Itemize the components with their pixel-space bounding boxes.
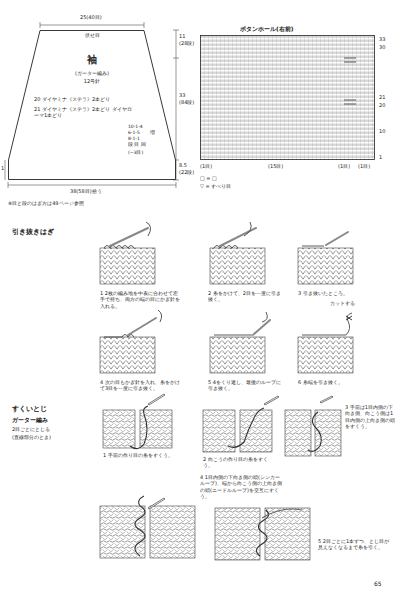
chart-label: (15目) [268,163,283,169]
sleeve-outline: 伏せ目袖 (ガーター編み) 12号針 20 ダイヤミナ《ステラ》2本どり 21 ダイヤミ… [8,30,176,180]
node-text: 12号針 [8,78,176,84]
step-caption: 2目ごとにとじる [12,426,50,432]
dimension: 38(58目)拾う [70,188,102,194]
node-shape [200,35,375,160]
step-caption: 1 2枚の編み地を中表に合わせて左手で持ち、両方の端の目にかぎ針を入れる。 [100,290,182,309]
dimension: 11 [179,33,185,39]
step-caption: 65 [374,580,382,588]
step-caption: (直線部分のとき) [12,434,51,440]
outline [9,31,176,180]
section-heading: すくいとじ [12,405,47,414]
dimension: 33 [179,92,185,98]
dimension: (−3目) [128,150,143,156]
knit-chart: ボタンホール(右前) [200,35,375,160]
dimension: 段 目 回 [128,142,146,148]
chart-label: □ = □ [200,175,217,181]
step-caption: 5 2目ごとに1本ずつ、とじ目が見えなくなるまで糸を引く。 [318,538,392,551]
chart-label: (1目) [338,163,350,169]
dimension: 6-1-5 [128,130,140,136]
step-caption: カットする [330,301,355,307]
garter-fabric [100,410,341,560]
chart-label: 33 [379,36,385,42]
step-caption: 4 次の目もかぎ針を入れ、糸をかけて3目を一度に引き抜く。 [100,379,182,392]
step-caption: 3 引き抜いたところ。 [298,290,373,296]
dimension: 10-1-4 [128,124,143,130]
step-caption: 1 手前の作り目の糸をすくう。 [103,452,173,458]
dimension: 増 [150,130,155,136]
needle [148,394,333,509]
part-name: 袖 [8,54,176,67]
dimension: 25(40目) [80,14,102,20]
chart-label: (1目) [358,163,370,169]
node-text: 20 ダイヤミナ《ステラ》2本どり [34,96,144,102]
dimension: (22段) [179,169,194,175]
node-text: ボタンホール(右前) [240,25,293,33]
dimension: (28段) [179,40,194,46]
chart-label: 1 [379,154,382,160]
chart-label: 30 [379,44,385,50]
chart-label: 21 [379,94,385,100]
step-caption: 2 糸をかけて、2目を一度に引き抜く。 [208,290,283,303]
dimension: (84段) [179,99,194,105]
dimension: 8.5 [179,162,187,168]
chart-label: (1目) [200,163,212,169]
step-caption: 2 向こうの作り目の糸をすくう。 [203,456,275,469]
chart-label: ▽ = すべり目 [200,183,231,189]
knit-fabric [100,248,353,373]
node-text: (ガーター編み) [8,70,176,76]
step-caption: 4 1目内側の下向き側の頭(シンカーループ)、端から向こう側の上向き側の頭(ニー… [200,474,282,499]
dimension-lines [5,22,179,188]
dimension: ※目と段のはぎ方は49ページ参照 [8,200,84,206]
outline [201,36,375,160]
crochet-hook [110,228,348,335]
step-caption: 6 糸端を引き抜く。 [298,379,373,385]
node-shape [8,30,176,180]
node-text: 伏せ目 [8,32,176,38]
dimension: 1 [1,165,4,171]
step-caption: 3 手前は1目内側の下向き側、向こう側は1目内側の上向き側の頭をすくう。 [345,404,397,429]
section-heading: 引き抜きはぎ [12,228,54,237]
sewing-yarn [130,406,321,556]
chart-label: 20 [379,102,385,108]
dimension: 8-1-1 [128,136,140,142]
step-caption: ガーター編み [12,417,48,424]
chart-label: 10 [379,128,385,134]
node-text: 21 ダイヤミナ《ステラ》2本どり ダイヤローマ1本どり [34,106,134,119]
step-caption: 5 4をくり返し、最後のループに引き抜く。 [208,379,283,392]
